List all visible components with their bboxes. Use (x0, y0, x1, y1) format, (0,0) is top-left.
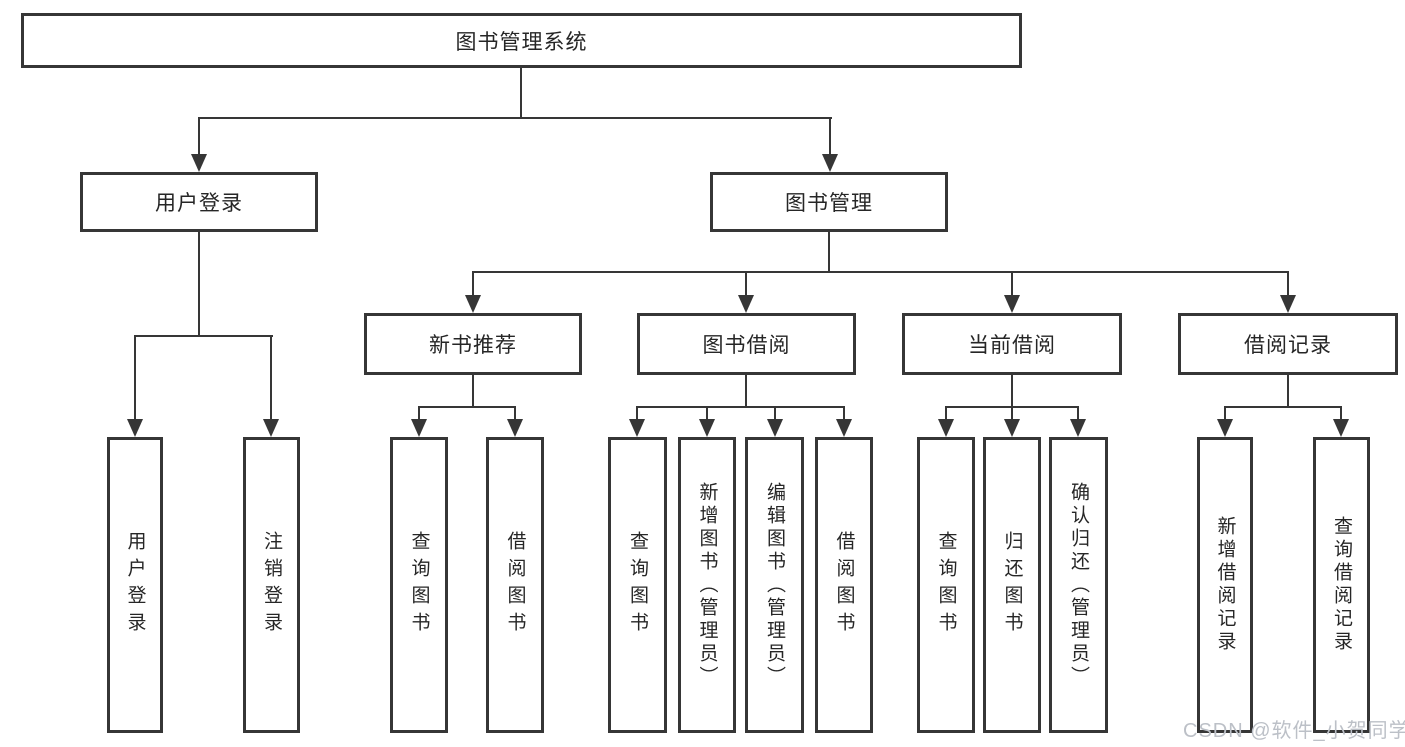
leaf-add-books-admin: 新增图书（管理员） (678, 437, 736, 733)
connector-cur-borrow-drop (1011, 271, 1013, 295)
connector-leaf-drop (774, 406, 776, 419)
node-book-management: 图书管理 (710, 172, 948, 232)
connector-root-stem (520, 68, 522, 118)
leaf-confirm-return-admin: 确认归还（管理员） (1049, 437, 1108, 733)
csdn-watermark: CSDN @软件_小贺同学 (1183, 720, 1405, 742)
arrow-down-icon (767, 419, 783, 437)
connector-new-rec-stem (472, 375, 474, 407)
connector-leaf-drop (270, 335, 272, 419)
leaf-logout: 注销登录 (243, 437, 300, 733)
leaf-add-borrow-record: 新增借阅记录 (1197, 437, 1253, 733)
leaf-edit-books-admin: 编辑图书（管理员） (745, 437, 804, 733)
connector-book-borrow-stem (745, 375, 747, 407)
node-label: 用户登录 (155, 192, 243, 215)
arrow-down-icon (738, 295, 754, 313)
node-borrowing-records: 借阅记录 (1178, 313, 1398, 375)
leaf-return-books: 归还图书 (983, 437, 1041, 733)
connector-leaf-drop (843, 406, 845, 419)
connector-leaf-drop (134, 335, 136, 419)
arrow-down-icon (191, 154, 207, 172)
leaf-borrow-books-recommend: 借阅图书 (486, 437, 544, 733)
arrow-down-icon (1280, 295, 1296, 313)
arrow-down-icon (411, 419, 427, 437)
connector-user-login-hline (134, 335, 273, 337)
connector-borrow-rec-hline (1224, 406, 1342, 408)
connector-leaf-drop (1077, 406, 1079, 419)
leaf-query-books-recommend: 查询图书 (390, 437, 448, 733)
connector-leaf-drop (514, 406, 516, 419)
connector-user-login-stem (198, 232, 200, 336)
connector-level2-hline (198, 117, 832, 119)
connector-new-rec-drop (472, 271, 474, 295)
arrow-down-icon (1004, 295, 1020, 313)
connector-leaf-drop (636, 406, 638, 419)
node-new-book-recommendation: 新书推荐 (364, 313, 582, 375)
arrow-down-icon (465, 295, 481, 313)
leaf-borrow-books-borrowing: 借阅图书 (815, 437, 873, 733)
node-library-management-system: 图书管理系统 (21, 13, 1022, 68)
node-user-login: 用户登录 (80, 172, 318, 232)
connector-borrow-rec-stem (1287, 375, 1289, 407)
node-label: 新书推荐 (429, 334, 517, 357)
node-label: 图书管理系统 (455, 30, 588, 54)
connector-borrow-rec-drop (1287, 271, 1289, 295)
leaf-query-books-current: 查询图书 (917, 437, 975, 733)
connector-leaf-drop (945, 406, 947, 419)
node-current-borrowing: 当前借阅 (902, 313, 1122, 375)
arrow-down-icon (822, 154, 838, 172)
connector-leaf-drop (1011, 406, 1013, 419)
node-label: 当前借阅 (968, 334, 1056, 357)
connector-book-mgmt-drop (829, 117, 831, 154)
connector-new-rec-hline (418, 406, 516, 408)
arrow-down-icon (699, 419, 715, 437)
node-label: 借阅记录 (1244, 334, 1332, 357)
connector-cur-borrow-stem (1011, 375, 1013, 407)
arrow-down-icon (1004, 419, 1020, 437)
connector-book-mgmt-stem (828, 232, 830, 272)
connector-book-borrow-drop (745, 271, 747, 295)
arrow-down-icon (629, 419, 645, 437)
arrow-down-icon (1070, 419, 1086, 437)
connector-leaf-drop (706, 406, 708, 419)
arrow-down-icon (127, 419, 143, 437)
connector-user-login-drop (198, 117, 200, 154)
leaf-query-borrow-record: 查询借阅记录 (1313, 437, 1370, 733)
connector-leaf-drop (1224, 406, 1226, 419)
connector-level3-hline (472, 271, 1289, 273)
arrow-down-icon (507, 419, 523, 437)
leaf-user-login: 用户登录 (107, 437, 163, 733)
connector-leaf-drop (418, 406, 420, 419)
connector-leaf-drop (1340, 406, 1342, 419)
arrow-down-icon (938, 419, 954, 437)
arrow-down-icon (836, 419, 852, 437)
node-label: 图书管理 (785, 192, 873, 215)
node-label: 图书借阅 (702, 334, 791, 357)
connector-book-borrow-hline (636, 406, 845, 408)
node-book-borrowing: 图书借阅 (637, 313, 856, 375)
arrow-down-icon (1333, 419, 1349, 437)
leaf-query-books-borrowing: 查询图书 (608, 437, 667, 733)
arrow-down-icon (263, 419, 279, 437)
arrow-down-icon (1217, 419, 1233, 437)
